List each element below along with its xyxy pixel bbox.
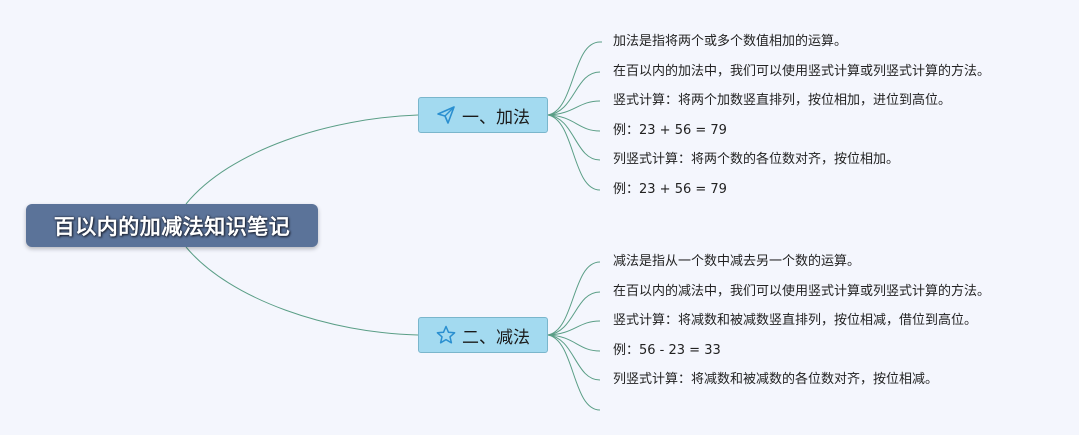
paper-plane-icon: [436, 105, 456, 125]
leaf-addition-vertical[interactable]: 竖式计算：将两个加数竖直排列，按位相加，进位到高位。: [613, 93, 952, 108]
branch-addition-label: 一、加法: [462, 107, 530, 128]
leaf-addition-definition[interactable]: 加法是指将两个或多个数值相加的运算。: [613, 34, 848, 49]
root-topic-label: 百以内的加减法知识笔记: [53, 214, 291, 239]
leaf-addition-example-2[interactable]: 例：23 + 56 = 79: [613, 182, 727, 197]
leaf-subtraction-methods[interactable]: 在百以内的减法中，我们可以使用竖式计算或列竖式计算的方法。: [613, 284, 991, 299]
star-icon: [436, 325, 456, 345]
leaf-subtraction-column[interactable]: 列竖式计算：将减数和被减数的各位数对齐，按位相减。: [613, 372, 939, 387]
branch-subtraction[interactable]: 二、减法: [418, 317, 548, 353]
leaf-subtraction-vertical[interactable]: 竖式计算：将减数和被减数竖直排列，按位相减，借位到高位。: [613, 313, 978, 328]
root-topic[interactable]: 百以内的加减法知识笔记: [26, 204, 318, 247]
branch-addition[interactable]: 一、加法: [418, 97, 548, 133]
leaf-subtraction-definition[interactable]: 减法是指从一个数中减去另一个数的运算。: [613, 254, 861, 269]
branch-subtraction-label: 二、减法: [462, 327, 530, 348]
leaf-addition-methods[interactable]: 在百以内的加法中，我们可以使用竖式计算或列竖式计算的方法。: [613, 64, 991, 79]
leaf-subtraction-example[interactable]: 例：56 - 23 = 33: [613, 343, 721, 358]
leaf-addition-example-1[interactable]: 例：23 + 56 = 79: [613, 123, 727, 138]
leaf-addition-column[interactable]: 列竖式计算：将两个数的各位数对齐，按位相加。: [613, 152, 900, 167]
